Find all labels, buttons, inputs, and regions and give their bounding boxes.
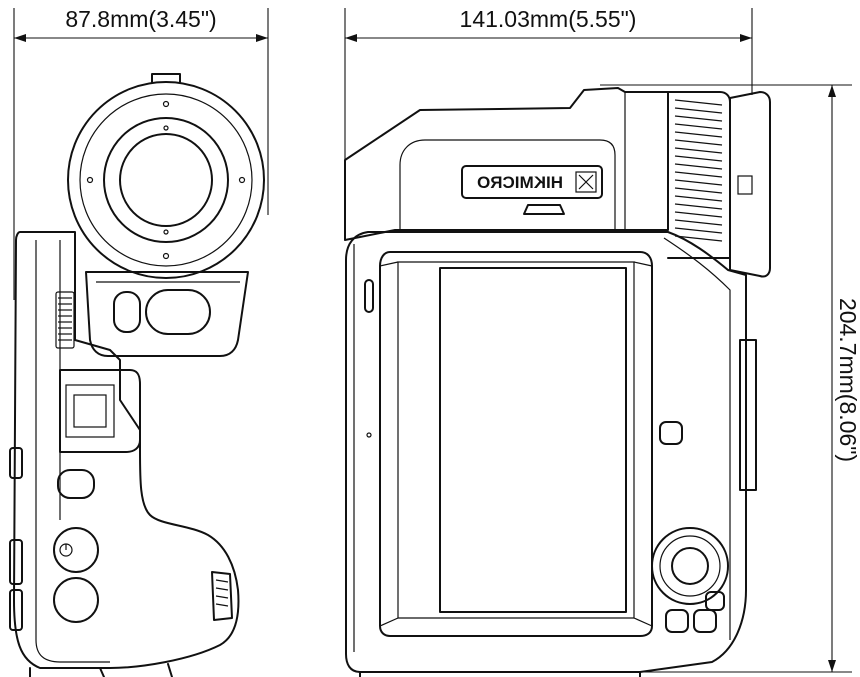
- brand-logo-text: HIKMICRO: [477, 173, 563, 192]
- height-label: 204.7mm(8.06"): [835, 298, 860, 462]
- side-view: [9, 73, 265, 677]
- height-dimension: 204.7mm(8.06"): [600, 84, 860, 673]
- menu-button: [659, 421, 683, 445]
- front-width-label: 141.03mm(5.55"): [460, 6, 637, 32]
- brand-logo: HIKMICRO: [461, 165, 603, 199]
- bottom-left-button: [665, 609, 689, 633]
- dpad-ring: [651, 527, 729, 605]
- back-button: [705, 591, 725, 611]
- dpad-center-button: [671, 547, 709, 585]
- side-width-label: 87.8mm(3.45"): [65, 6, 216, 32]
- front-width-dimension: 141.03mm(5.55"): [344, 6, 753, 160]
- side-width-dimension: 87.8mm(3.45"): [13, 6, 269, 300]
- front-view: HIKMICRO: [344, 87, 771, 677]
- display-screen: [439, 267, 627, 613]
- bottom-right-button: [693, 609, 717, 633]
